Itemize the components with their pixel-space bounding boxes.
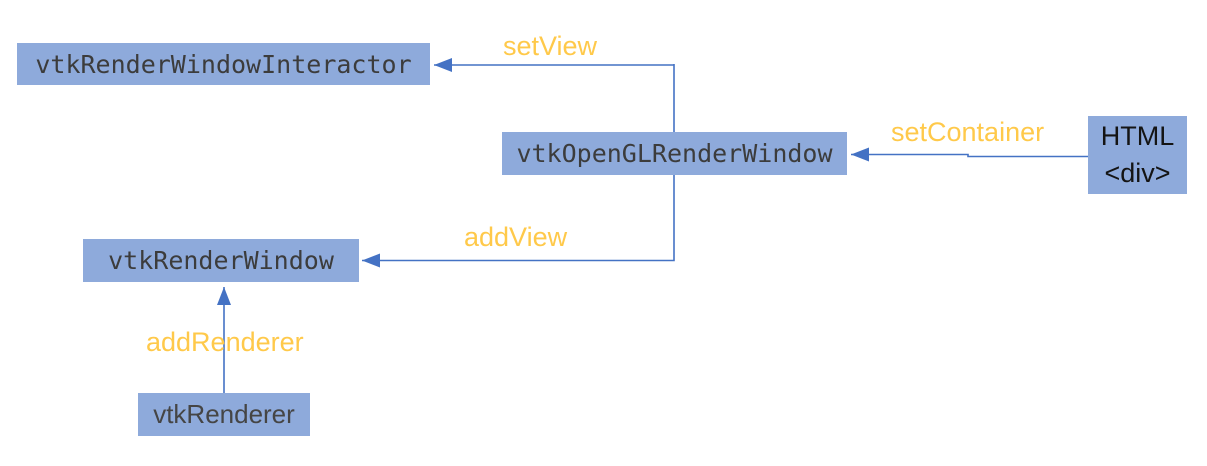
- edge-label-setview: setView: [503, 31, 598, 61]
- node-vtkrenderer-label: vtkRenderer: [153, 399, 295, 429]
- node-html-div-line1: HTML: [1100, 121, 1175, 151]
- node-html-div: HTML <div>: [1088, 116, 1187, 194]
- node-vtkrenderer: vtkRenderer: [138, 393, 310, 436]
- node-vtkrenderwindow: vtkRenderWindow: [83, 239, 359, 282]
- edge-label-setcontainer: setContainer: [891, 117, 1045, 147]
- node-vtkrenderwindowinteractor-label: vtkRenderWindowInteractor: [35, 49, 412, 79]
- connector-addview-arrow: [362, 64, 675, 268]
- node-html-div-line2: <div>: [1104, 158, 1171, 188]
- edge-label-addrenderer: addRenderer: [146, 327, 304, 357]
- connector-setcontainer-arrow: [851, 147, 1088, 162]
- node-vtkopenglrenderwindow-label: vtkOpenGLRenderWindow: [516, 139, 833, 168]
- node-vtkrenderwindow-label: vtkRenderWindow: [108, 246, 334, 275]
- node-vtkrenderwindowinteractor: vtkRenderWindowInteractor: [17, 43, 430, 85]
- node-vtkopenglrenderwindow: vtkOpenGLRenderWindow: [502, 132, 847, 175]
- edge-label-addview: addView: [464, 222, 568, 252]
